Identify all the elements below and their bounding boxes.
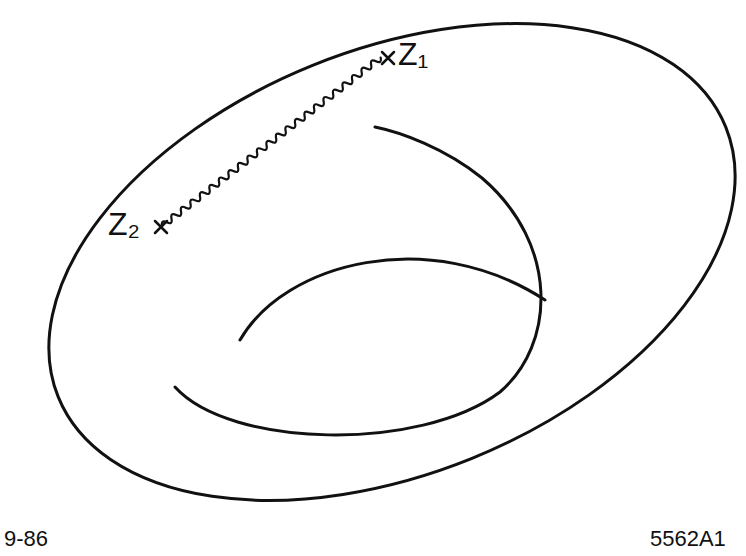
torus-hole-upper — [240, 259, 545, 340]
figure-number: 5562A1 — [650, 528, 726, 550]
torus-hole-lower — [175, 127, 541, 435]
point-label: Z₁ — [398, 38, 428, 70]
wavy-line — [160, 55, 382, 228]
date-code: 9-86 — [4, 528, 48, 550]
cross-mark — [155, 52, 394, 233]
point-label: Z₂ — [108, 208, 140, 240]
